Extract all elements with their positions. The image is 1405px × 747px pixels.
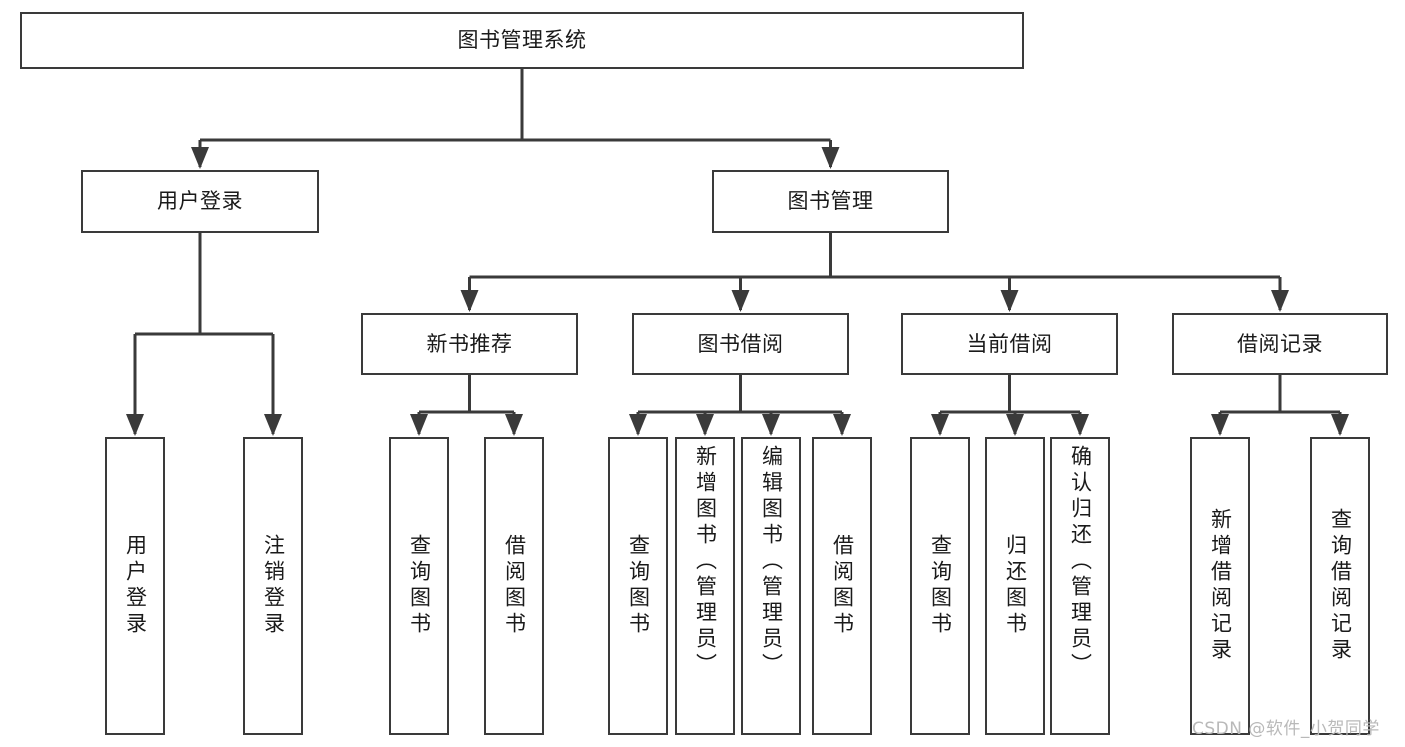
node-label: 图书借阅 [697, 331, 784, 356]
node-leaf-query-record[interactable]: 查询借阅记录 [1310, 437, 1370, 735]
node-leaf-user-login[interactable]: 用户登录 [105, 437, 165, 735]
node-label: 新书推荐 [426, 331, 513, 356]
node-user-login[interactable]: 用户登录 [81, 170, 319, 233]
node-label: 查询借阅记录 [1328, 508, 1353, 664]
node-label: 编辑图书（管理员） [759, 445, 784, 679]
node-leaf-add-book[interactable]: 新增图书（管理员） [675, 437, 735, 735]
node-label: 当前借阅 [966, 331, 1053, 356]
node-label: 图书管理 [787, 189, 874, 214]
node-label: 查询图书 [626, 534, 651, 638]
node-label: 注销登录 [261, 534, 286, 638]
node-label: 查询图书 [407, 534, 432, 638]
node-label: 借阅图书 [502, 534, 527, 638]
node-leaf-borrow-book-1[interactable]: 借阅图书 [484, 437, 544, 735]
node-label: 用户登录 [157, 189, 243, 214]
node-root[interactable]: 图书管理系统 [20, 12, 1024, 69]
node-leaf-query-book-2[interactable]: 查询图书 [608, 437, 668, 735]
node-book-manage[interactable]: 图书管理 [712, 170, 949, 233]
node-leaf-logout[interactable]: 注销登录 [243, 437, 303, 735]
node-current-borrow[interactable]: 当前借阅 [901, 313, 1118, 375]
node-leaf-return-book[interactable]: 归还图书 [985, 437, 1045, 735]
node-book-borrow[interactable]: 图书借阅 [632, 313, 849, 375]
node-label: 新增图书（管理员） [693, 445, 718, 679]
node-label: 借阅记录 [1237, 331, 1323, 356]
watermark-label: CSDN @软件_小贺同学 [1192, 719, 1380, 739]
node-label: 借阅图书 [830, 534, 855, 638]
node-borrow-record[interactable]: 借阅记录 [1172, 313, 1388, 375]
node-leaf-add-record[interactable]: 新增借阅记录 [1190, 437, 1250, 735]
node-leaf-confirm-return[interactable]: 确认归还（管理员） [1050, 437, 1110, 735]
node-leaf-query-book-3[interactable]: 查询图书 [910, 437, 970, 735]
node-label: 查询图书 [928, 534, 953, 638]
node-leaf-borrow-book-2[interactable]: 借阅图书 [812, 437, 872, 735]
node-label: 确认归还（管理员） [1068, 445, 1093, 679]
node-leaf-query-book-1[interactable]: 查询图书 [389, 437, 449, 735]
node-new-book-recommend[interactable]: 新书推荐 [361, 313, 578, 375]
node-label: 用户登录 [123, 534, 148, 638]
node-label: 归还图书 [1003, 534, 1028, 638]
node-label: 图书管理系统 [457, 28, 587, 53]
node-label: 新增借阅记录 [1208, 508, 1233, 664]
node-leaf-edit-book[interactable]: 编辑图书（管理员） [741, 437, 801, 735]
